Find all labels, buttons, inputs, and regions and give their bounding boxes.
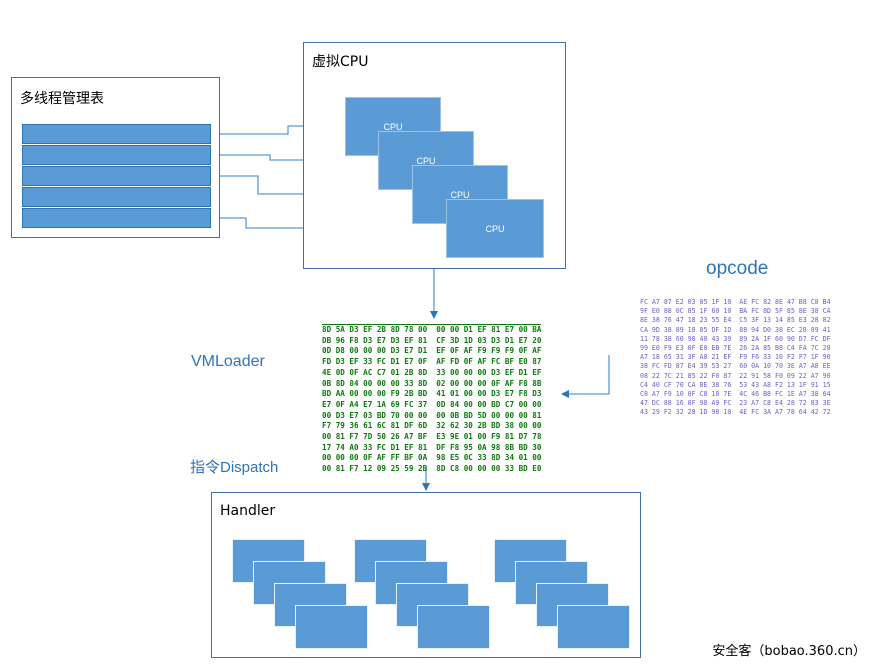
vmloader-hex-line: F7 79 36 61 6C 81 DF 6D 32 62 30 2B BD 3… bbox=[322, 421, 542, 431]
vmloader-hex-line: 00 81 F7 12 09 25 59 2B 8D C8 00 00 00 3… bbox=[322, 464, 542, 474]
cpu-box-4: CPU bbox=[446, 199, 544, 258]
opcode-hex-line: 8E 38 76 47 18 23 55 E4 C5 3F 13 14 85 E… bbox=[640, 316, 831, 325]
vmloader-hex-line: 17 74 A0 33 FC D1 EF 81 DF F8 95 0A 98 8… bbox=[322, 442, 542, 452]
handler-box bbox=[295, 605, 368, 649]
vmloader-hex-line: 00 81 F7 7D 50 26 A7 BF E3 9E 01 00 F9 8… bbox=[322, 432, 542, 442]
thread-table-row bbox=[22, 208, 211, 228]
opcode-hex-line: 47 DC 88 16 8F 98 A9 FC 23 A7 C8 E4 28 7… bbox=[640, 399, 831, 408]
vmloader-hex-line: BD AA 00 00 00 F9 2B BD 41 01 00 00 D3 E… bbox=[322, 389, 542, 399]
opcode-hex-line: C4 40 CF 70 CA 8E 38 76 53 43 A8 F2 13 1… bbox=[640, 380, 831, 389]
handler-box bbox=[417, 605, 490, 649]
thread-table-row bbox=[22, 124, 211, 144]
opcode-hex-line: 08 22 7C 21 85 22 F0 87 22 91 58 F0 09 2… bbox=[640, 371, 831, 380]
vmloader-hex-line: FD D3 EF 33 FC D1 E7 0F AF FD 0F AF FC B… bbox=[322, 357, 542, 367]
vmloader-hex-line: 00 D3 E7 03 BD 70 00 00 00 0B BD 5D 00 0… bbox=[322, 410, 542, 420]
opcode-label: opcode bbox=[706, 258, 769, 279]
cpu-label: CPU bbox=[485, 223, 505, 234]
virtual-cpu-title: 虚拟CPU bbox=[312, 54, 369, 70]
vmloader-hex-line: DB 96 F8 D3 E7 D3 EF 81 CF 3D 1D 03 D3 D… bbox=[322, 335, 542, 345]
vmloader-hex-line: 0D D8 00 00 00 D3 E7 D1 EF 0F AF F9 F9 F… bbox=[322, 346, 542, 356]
vmloader-hex-line: 4E 0D 0F AC C7 01 2B 8D 33 00 00 00 D3 E… bbox=[322, 367, 542, 377]
opcode-hex-line: 38 FC FD 87 E4 39 53 27 60 0A 10 70 3E A… bbox=[640, 362, 831, 371]
vmloader-hex-line: 8D 5A D3 EF 2B 8D 78 00 00 00 D1 EF 81 E… bbox=[322, 324, 542, 334]
vmloader-label: VMLoader bbox=[191, 353, 265, 370]
thread-table-row bbox=[22, 166, 211, 186]
cpu-label: CPU bbox=[383, 121, 403, 132]
vmloader-hex-line: 0B 8D 84 00 00 00 33 8D 02 00 00 00 0F A… bbox=[322, 378, 542, 388]
cpu-label: CPU bbox=[450, 189, 470, 200]
cpu-label: CPU bbox=[416, 155, 436, 166]
dispatch-label: 指令Dispatch bbox=[190, 459, 279, 476]
thread-table-title: 多线程管理表 bbox=[20, 91, 104, 107]
vmloader-hex-dump: 8D 5A D3 EF 2B 8D 78 00 00 00 D1 EF 81 E… bbox=[322, 324, 542, 475]
thread-table-row bbox=[22, 145, 211, 165]
thread-table-row bbox=[22, 187, 211, 207]
opcode-hex-line: CA 9D 38 89 18 85 DF 1D 88 94 D0 38 EC 2… bbox=[640, 325, 831, 334]
vmloader-hex-line: E7 0F A4 E7 1A 69 FC 37 0D 84 00 00 BD C… bbox=[322, 399, 542, 409]
opcode-hex-dump: FC A7 87 E2 03 85 1F 10 AE FC 82 8E 47 B… bbox=[640, 298, 831, 418]
opcode-hex-line: 11 78 38 60 98 40 43 39 89 2A 1F 60 90 D… bbox=[640, 334, 831, 343]
opcode-hex-line: A7 18 65 31 3F A8 21 EF F9 F6 33 10 F2 F… bbox=[640, 353, 831, 362]
opcode-hex-line: 99 E0 F9 E3 0F E0 EB 7E 26 2A 85 B8 C4 F… bbox=[640, 344, 831, 353]
opcode-hex-line: 43 29 F2 32 28 1D 98 10 4E FC 3A A7 78 6… bbox=[640, 408, 831, 417]
handler-title: Handler bbox=[220, 503, 276, 519]
opcode-hex-line: C8 A7 F9 10 0F C8 18 7E 4C 46 B8 FC 1E A… bbox=[640, 390, 831, 399]
handler-box bbox=[557, 605, 630, 649]
vmloader-hex-line: 00 00 00 0F AF FF BF 0A 98 E5 0C 33 8D 3… bbox=[322, 453, 542, 463]
opcode-hex-line: 9F E0 88 0C 85 1F 60 10 BA FC 8D 5F 85 8… bbox=[640, 307, 831, 316]
opcode-to-vmloader-connector bbox=[561, 355, 610, 398]
watermark: 安全客（bobao.360.cn） bbox=[712, 644, 866, 659]
opcode-hex-line: FC A7 87 E2 03 85 1F 10 AE FC 82 8E 47 B… bbox=[640, 298, 831, 306]
